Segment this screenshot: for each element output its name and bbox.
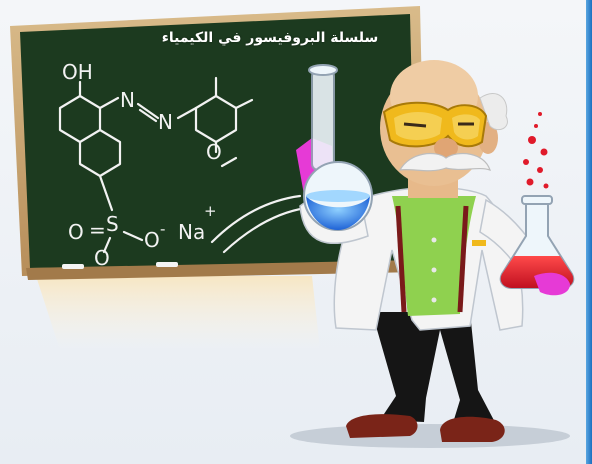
formula-plus: + xyxy=(204,202,217,220)
chemical-structure xyxy=(58,76,308,254)
formula-o-bottom: O xyxy=(94,246,110,270)
formula-o-left: O xyxy=(68,220,84,244)
round-bottom-flask-icon xyxy=(303,64,373,231)
formula-sodium: Na xyxy=(178,220,206,244)
formula-double-bond: = xyxy=(89,218,106,242)
formula-n1: N xyxy=(120,88,135,112)
chalk-piece xyxy=(62,264,84,269)
formula-sulfur: S xyxy=(106,212,119,236)
floor-shadow xyxy=(36,276,320,350)
board-title: سلسلة البروفيسور في الكيمياء xyxy=(161,30,379,46)
formula-o-right: O xyxy=(144,228,160,252)
formula-n2: N xyxy=(158,110,173,134)
formula-o-methoxy: O xyxy=(206,140,222,164)
formula-oh: OH xyxy=(62,60,93,84)
formula-minus: - xyxy=(160,220,166,238)
frame-edge xyxy=(586,0,592,464)
chalk-piece xyxy=(156,262,178,267)
erlenmeyer-flask-icon xyxy=(499,112,575,296)
